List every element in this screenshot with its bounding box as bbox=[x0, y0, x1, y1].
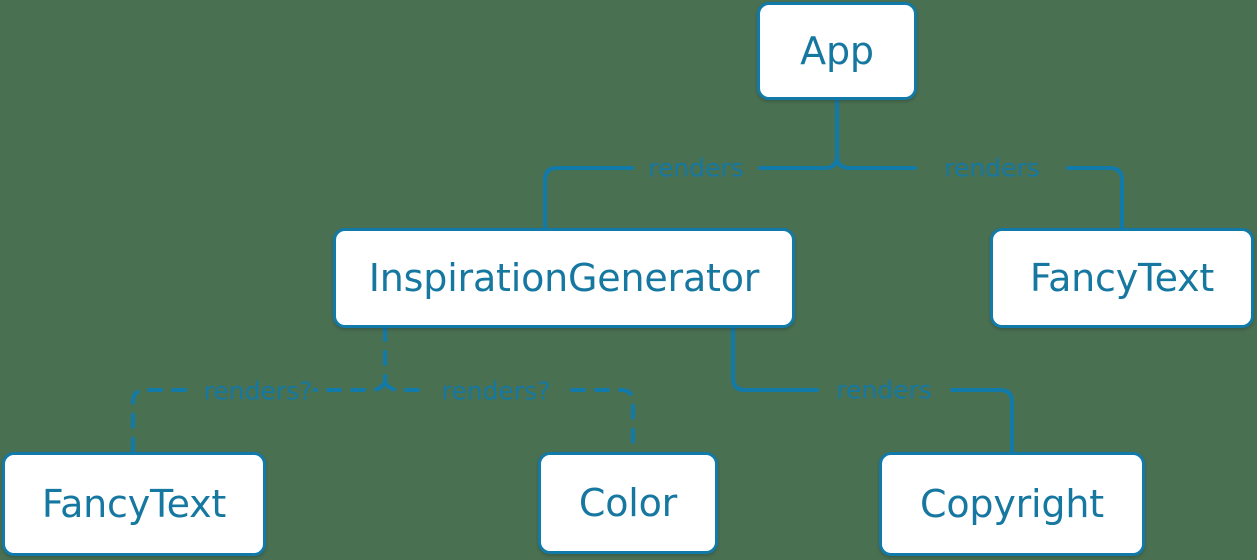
edge-label-ig-to-copyright: renders bbox=[836, 375, 932, 405]
node-copyright-label: Copyright bbox=[920, 482, 1104, 526]
edge-label-ig-to-color: renders? bbox=[441, 376, 551, 406]
edge-ig-to-copyright-tail bbox=[950, 388, 1014, 454]
node-color-label: Color bbox=[578, 481, 678, 525]
edge-label-ig-to-fancy-text-left: renders? bbox=[203, 376, 313, 406]
node-inspiration-generator-label: InspirationGenerator bbox=[368, 256, 760, 300]
edge-label-app-to-fancy-text-right: renders bbox=[944, 153, 1040, 183]
edge-app-to-ig-left-seg bbox=[543, 166, 634, 230]
node-copyright[interactable]: Copyright bbox=[879, 452, 1145, 556]
edge-ig-to-color-dashed bbox=[383, 380, 422, 392]
edge-app-stem-right bbox=[835, 98, 851, 170]
edge-app-to-fancy-right-seg bbox=[1066, 166, 1124, 230]
edge-ig-to-fancy-left-dashed bbox=[313, 380, 387, 392]
node-app[interactable]: App bbox=[757, 2, 917, 100]
edge-ig-to-copyright-stem bbox=[731, 326, 819, 392]
node-color[interactable]: Color bbox=[538, 452, 718, 554]
node-fancy-text-right[interactable]: FancyText bbox=[990, 228, 1254, 328]
node-app-label: App bbox=[800, 29, 874, 73]
edge-ig-to-color-dashed-tail bbox=[570, 388, 635, 454]
edge-label-app-to-ig: renders bbox=[648, 153, 744, 183]
node-fancy-text-left-label: FancyText bbox=[41, 482, 227, 526]
node-inspiration-generator[interactable]: InspirationGenerator bbox=[333, 228, 795, 328]
edge-ig-to-fancy-left-dashed-tail bbox=[131, 388, 187, 454]
node-fancy-text-right-label: FancyText bbox=[1029, 256, 1215, 300]
node-fancy-text-left[interactable]: FancyText bbox=[2, 452, 266, 556]
